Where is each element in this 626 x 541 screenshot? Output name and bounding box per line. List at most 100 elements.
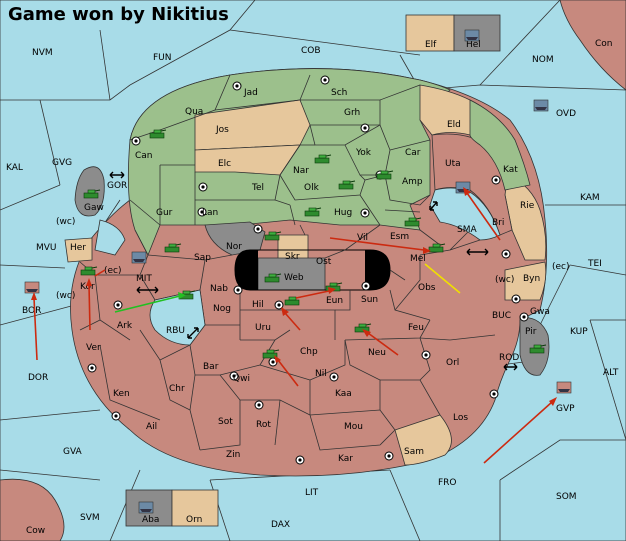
label-ark: Ark	[117, 321, 133, 331]
label-orn: Orn	[186, 515, 202, 525]
sc-hug	[360, 208, 370, 218]
province-kat[interactable]	[469, 99, 531, 191]
label-ver: Ver	[86, 343, 101, 353]
label-sma: SMA	[457, 225, 477, 235]
label-kor: Kor	[80, 282, 95, 292]
label-bar: Bar	[203, 362, 219, 372]
sea-gor-inlet	[94, 219, 126, 256]
label-ec-1: (ec)	[552, 262, 570, 272]
label-fun: FUN	[153, 53, 172, 63]
label-bri: Bri	[492, 218, 504, 228]
province-her[interactable]	[64, 237, 93, 263]
sc-kar	[384, 451, 394, 461]
label-mel: Mel	[410, 254, 426, 264]
province-cow[interactable]	[0, 478, 65, 541]
label-kup: KUP	[570, 327, 588, 337]
province-borders	[79, 74, 496, 451]
label-dax: DAX	[271, 520, 290, 530]
sc-neu	[421, 350, 431, 360]
label-alt: ALT	[603, 368, 619, 378]
game-title: Game won by Nikitius	[8, 4, 229, 25]
label-eun: Eun	[326, 296, 343, 306]
label-qua: Qua	[185, 107, 203, 117]
label-elc: Elc	[218, 159, 231, 169]
sc-sot	[254, 400, 264, 410]
unit-fleet-icon	[533, 99, 549, 112]
sc-pir	[519, 312, 529, 322]
sc-gwa	[511, 294, 521, 304]
label-hug: Hug	[334, 208, 352, 218]
label-bor: BOR	[22, 306, 41, 316]
label-jad: Jad	[243, 88, 258, 98]
unit-fleet-icon	[556, 381, 572, 394]
label-gor: GOR	[107, 181, 127, 191]
label-ken: Ken	[113, 389, 130, 399]
label-ovd: OVD	[556, 109, 576, 119]
label-zin: Zin	[226, 450, 240, 460]
label-aba: Aba	[142, 515, 159, 525]
label-elf: Elf	[425, 40, 437, 50]
label-sot: Sot	[218, 417, 233, 427]
label-nab: Nab	[210, 284, 228, 294]
label-sam: Sam	[404, 447, 424, 457]
connection-arrows	[109, 171, 518, 371]
label-rbu: RBU	[166, 326, 185, 336]
label-olk: Olk	[304, 183, 320, 193]
label-feu: Feu	[408, 323, 424, 333]
label-sun: Sun	[361, 295, 378, 305]
sc-zin	[295, 455, 305, 465]
province-elc[interactable]	[194, 144, 301, 176]
label-nor: Nor	[226, 242, 242, 252]
label-orl: Orl	[446, 358, 459, 368]
province-sam[interactable]	[394, 414, 452, 466]
label-kar: Kar	[338, 454, 353, 464]
label-tei: TEI	[587, 259, 602, 269]
label-obs: Obs	[418, 283, 436, 293]
sc-nor	[253, 224, 263, 234]
label-her: Her	[70, 243, 86, 253]
label-rot: Rot	[256, 420, 271, 430]
province-con[interactable]	[559, 0, 626, 91]
unit-fleet-icon	[131, 251, 147, 264]
province-hel[interactable]	[453, 14, 501, 52]
label-wc-3: (wc)	[56, 291, 75, 301]
label-grh: Grh	[344, 108, 360, 118]
sc-sun	[361, 281, 371, 291]
province-orn[interactable]	[171, 489, 219, 527]
sc-bri	[501, 249, 511, 259]
sc-can	[131, 136, 141, 146]
province-elf[interactable]	[405, 14, 455, 52]
label-gaw: Gaw	[84, 203, 104, 213]
label-mou: Mou	[344, 422, 363, 432]
label-ail: Ail	[146, 422, 157, 432]
unit-fleet-icon	[24, 281, 40, 294]
label-gvg: GVG	[52, 158, 72, 168]
sc-gur	[197, 207, 207, 217]
province-jos[interactable]	[194, 99, 311, 151]
label-nog: Nog	[213, 304, 231, 314]
sc-kat	[491, 175, 501, 185]
province-nor[interactable]	[204, 221, 266, 256]
label-rod: ROD	[499, 353, 519, 363]
province-byn[interactable]	[504, 261, 547, 301]
label-cob: COB	[301, 46, 321, 56]
label-lan: Lan	[202, 208, 218, 218]
label-fro: FRO	[438, 478, 457, 488]
label-can: Can	[135, 151, 153, 161]
web-left-cap	[235, 250, 258, 290]
label-gvp: GVP	[556, 404, 575, 414]
label-mvu: MVU	[36, 243, 57, 253]
label-buc: BUC	[492, 311, 511, 321]
label-dor: DOR	[28, 373, 48, 383]
label-kam: KAM	[580, 193, 600, 203]
label-kat: Kat	[503, 165, 518, 175]
province-labels: NVM FUN COB NOM Con Elf Hel OVD Jad Sch …	[6, 39, 619, 536]
label-jos: Jos	[215, 125, 229, 135]
label-nil: Nil	[315, 369, 327, 379]
label-hel: Hel	[466, 40, 481, 50]
label-rie: Rie	[520, 201, 535, 211]
label-uta: Uta	[445, 159, 461, 169]
label-ec-2: (ec)	[104, 266, 122, 276]
web-right-cap	[365, 250, 390, 290]
